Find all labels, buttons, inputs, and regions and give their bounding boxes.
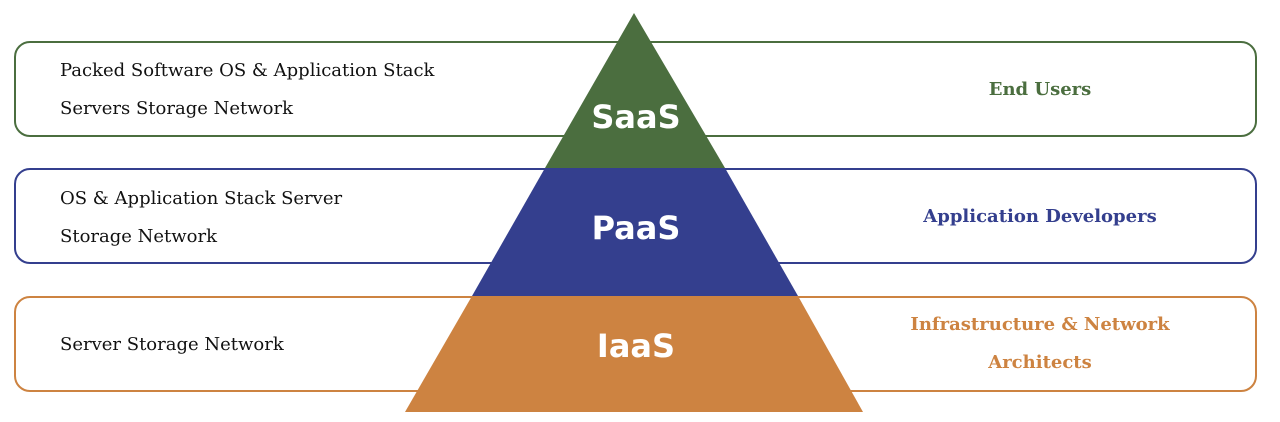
saas-components-line: Packed Software OS & Application Stack xyxy=(60,60,435,81)
iaas-audience-label: Infrastructure & Network Architects xyxy=(860,306,1220,382)
paas-audience-line: Application Developers xyxy=(923,206,1157,227)
iaas-components-line: Server Storage Network xyxy=(60,334,284,355)
saas-components-line: Servers Storage Network xyxy=(60,98,293,119)
paas-components-text: OS & Application Stack Server Storage Ne… xyxy=(60,180,480,256)
saas-pyramid-layer xyxy=(545,13,725,168)
paas-pyramid-label: PaaS xyxy=(592,209,681,247)
iaas-audience-line: Architects xyxy=(988,352,1092,373)
paas-components-line: Storage Network xyxy=(60,226,218,247)
iaas-components-text: Server Storage Network xyxy=(60,326,480,364)
paas-pyramid-layer xyxy=(472,168,798,296)
saas-components-text: Packed Software OS & Application Stack S… xyxy=(60,52,480,128)
saas-pyramid-label: SaaS xyxy=(591,98,680,136)
iaas-pyramid-label: IaaS xyxy=(597,327,675,365)
paas-audience-label: Application Developers xyxy=(860,198,1220,236)
saas-audience-line: End Users xyxy=(988,79,1092,100)
paas-components-line: OS & Application Stack Server xyxy=(60,188,343,209)
saas-audience-label: End Users xyxy=(860,71,1220,109)
iaas-audience-line: Infrastructure & Network xyxy=(910,314,1170,335)
iaas-pyramid-layer xyxy=(405,296,863,412)
